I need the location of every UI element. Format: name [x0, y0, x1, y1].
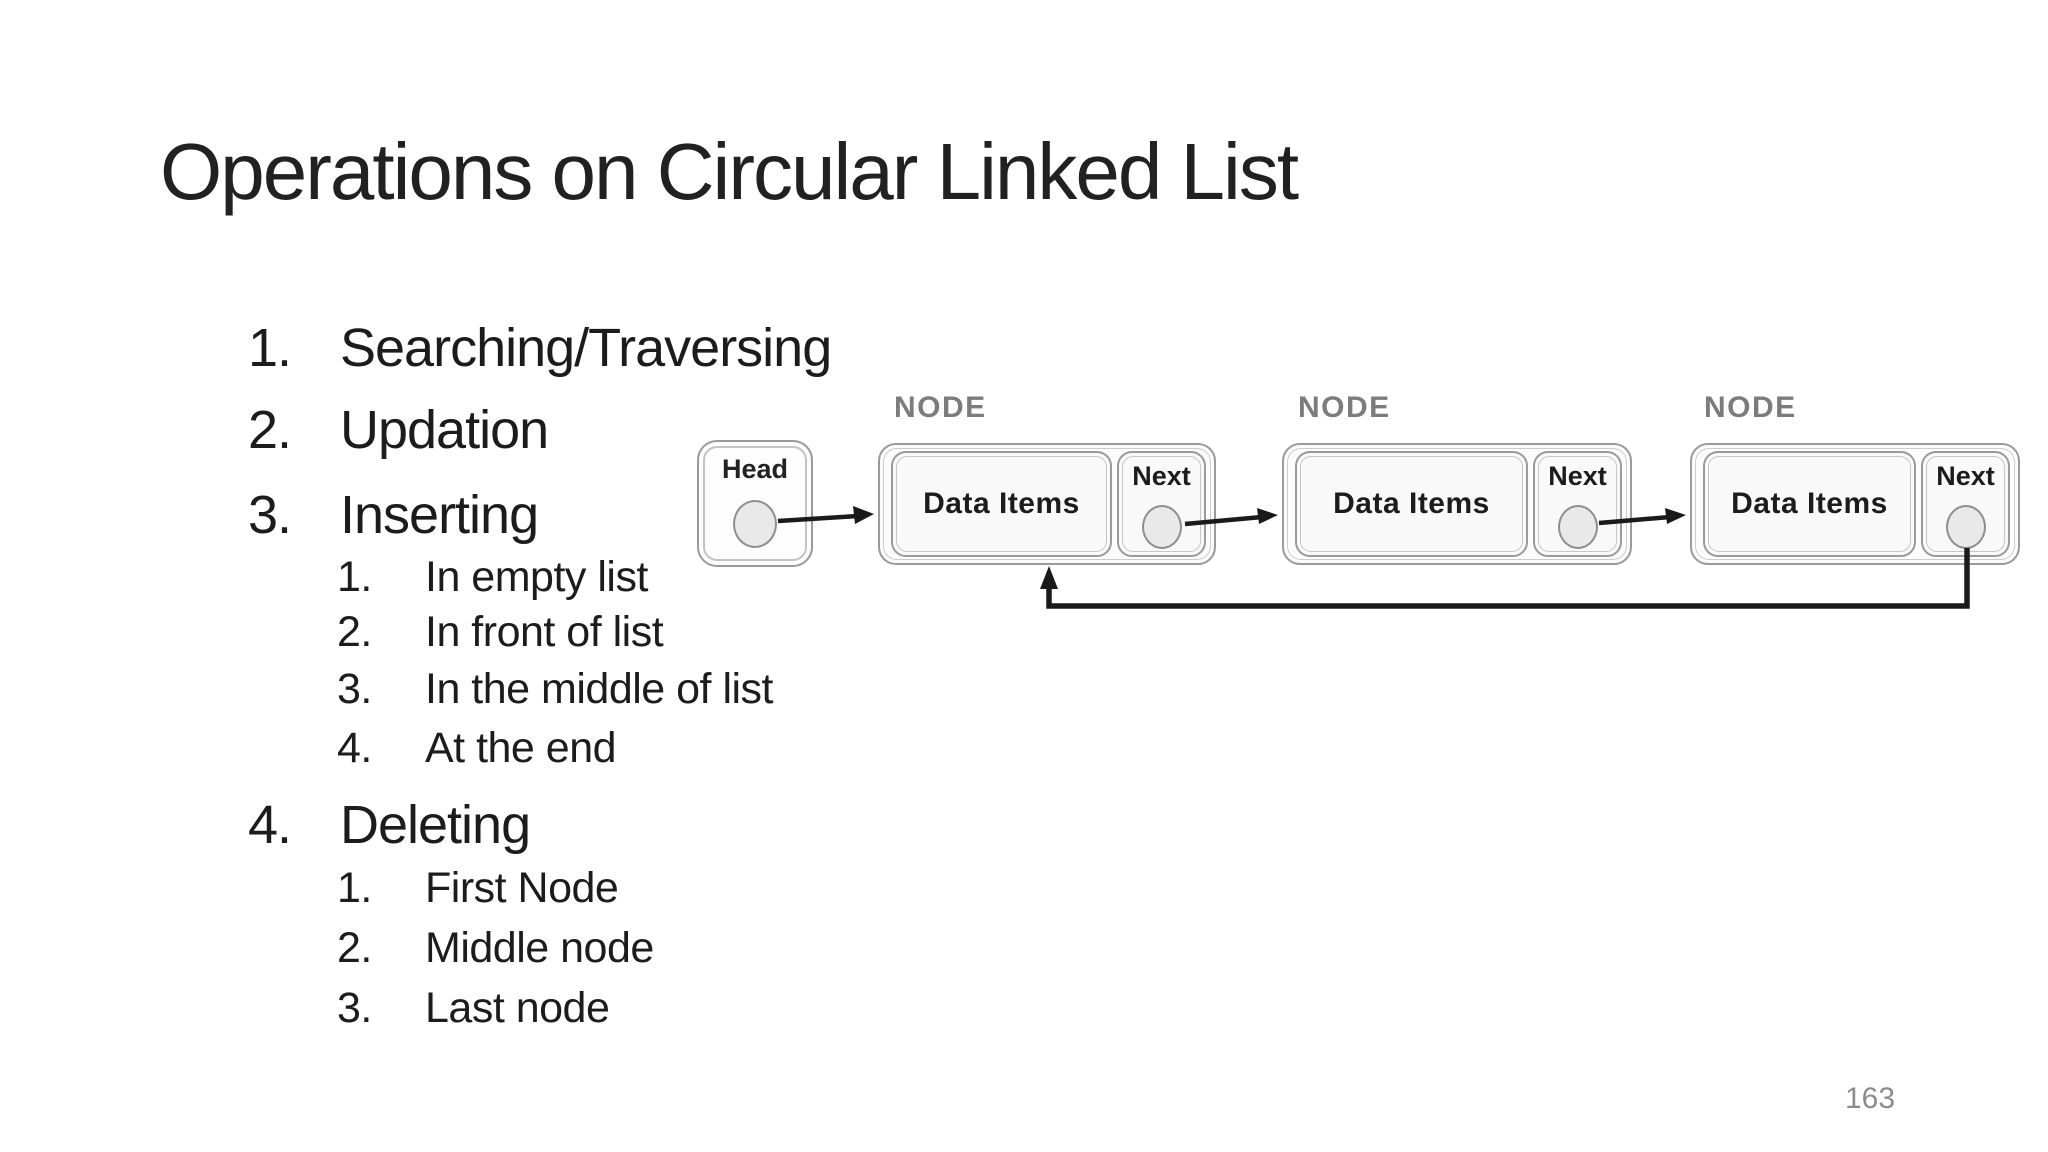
next-pointer-box: Next	[1533, 451, 1622, 557]
head-pointer-box: Head	[697, 440, 813, 567]
next-pointer-box: Next	[1117, 451, 1206, 557]
node-box-2: Data Items Next	[1282, 443, 1632, 565]
list-item-number: 3.	[248, 485, 292, 545]
list-item-number: 2.	[337, 924, 372, 972]
list-item-label: In the middle of list	[425, 665, 774, 713]
next-pointer-box: Next	[1921, 451, 2010, 557]
next-pointer-circle	[1141, 505, 1182, 549]
node-caption: NODE	[1298, 391, 1391, 424]
node-caption: NODE	[894, 391, 987, 424]
node-box-1: Data Items Next	[878, 443, 1216, 565]
list-item-label: Middle node	[425, 924, 654, 972]
next-label: Next	[1132, 461, 1191, 491]
arrowhead-icon	[853, 506, 874, 524]
data-items-box: Data Items	[1703, 451, 1916, 557]
arrowhead-icon	[1257, 508, 1278, 524]
next-pointer-circle	[1945, 505, 1986, 549]
head-label: Head	[721, 454, 789, 484]
head-pointer-circle	[733, 500, 777, 548]
list-item-number: 4.	[337, 724, 372, 772]
next-label: Next	[1936, 461, 1995, 491]
list-item-number: 2.	[248, 400, 292, 460]
list-item-number: 1.	[337, 864, 372, 912]
arrowhead-up-icon	[1040, 566, 1058, 589]
list-item-number: 3.	[337, 984, 372, 1032]
list-item-label: Inserting	[340, 485, 539, 545]
list-item-number: 3.	[337, 665, 372, 713]
list-item-label: Deleting	[340, 795, 531, 855]
list-item-number: 1.	[248, 318, 292, 378]
node-caption: NODE	[1704, 391, 1797, 424]
list-item-label: Updation	[340, 400, 549, 460]
head-box-inner-border	[703, 446, 807, 561]
list-item-label: First Node	[425, 864, 619, 912]
data-items-box: Data Items	[1295, 451, 1528, 557]
next-label: Next	[1548, 461, 1607, 491]
data-items-label: Data Items	[923, 487, 1080, 520]
data-items-box: Data Items	[891, 451, 1112, 557]
data-items-label: Data Items	[1333, 487, 1490, 520]
list-item-label: Searching/Traversing	[340, 318, 832, 378]
list-item-label: In front of list	[425, 608, 664, 656]
data-items-label: Data Items	[1731, 487, 1888, 520]
list-item-number: 1.	[337, 553, 372, 601]
node-box-3: Data Items Next	[1690, 443, 2020, 565]
list-item-number: 2.	[337, 608, 372, 656]
list-item-label: Last node	[425, 984, 610, 1032]
page-title: Operations on Circular Linked List	[160, 127, 1299, 216]
page-number: 163	[1844, 1082, 1896, 1115]
next-pointer-circle	[1557, 505, 1598, 549]
list-item-number: 4.	[248, 795, 292, 855]
list-item-label: At the end	[425, 724, 617, 772]
arrowhead-icon	[1665, 508, 1686, 524]
list-item-label: In empty list	[425, 553, 648, 601]
